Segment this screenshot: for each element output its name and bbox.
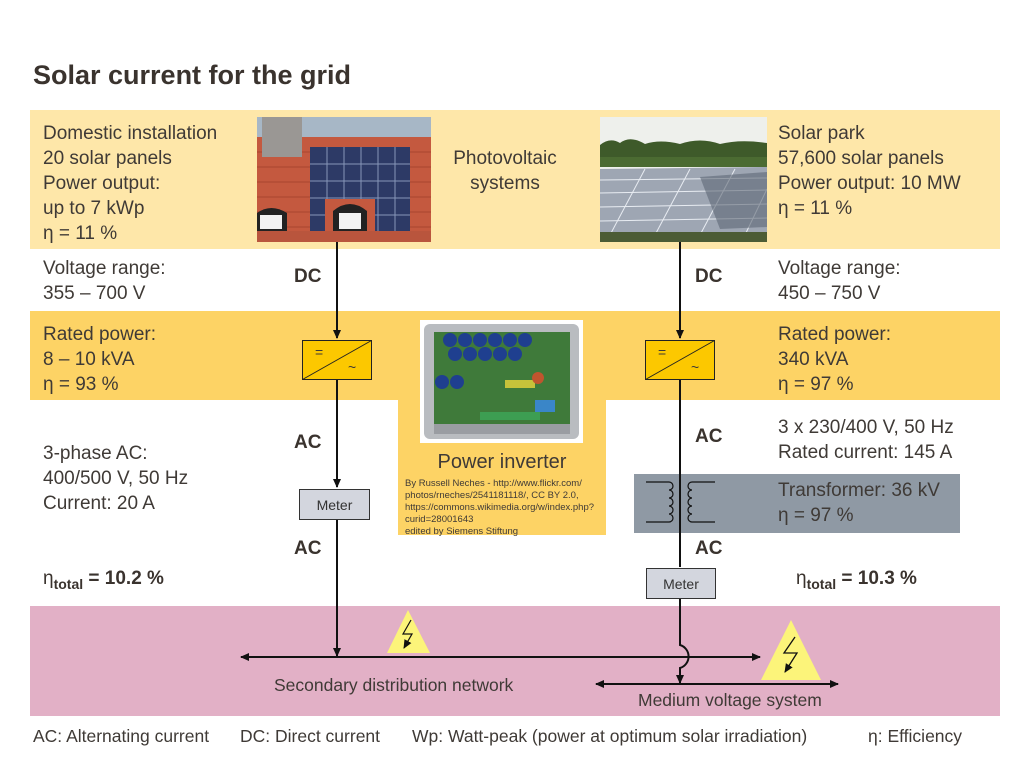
park-ac-output: 3 x 230/400 V, 50 Hz Rated current: 145 …: [778, 417, 954, 463]
domestic-dc-label: DC: [294, 266, 322, 287]
park-transformer-specs: Transformer: 36 kV η = 97 %: [778, 480, 940, 526]
domestic-roof-photo: [257, 117, 431, 242]
park-dc-label: DC: [695, 266, 723, 287]
eta-symbol: η: [43, 568, 54, 589]
park-meter: Meter: [646, 568, 716, 599]
domestic-inverter-specs: Rated power: 8 – 10 kVA η = 93 %: [43, 324, 157, 395]
grid-band: [30, 606, 1000, 716]
eta-value: = 10.2 %: [83, 568, 164, 589]
page-title: Solar current for the grid: [33, 60, 352, 90]
domestic-total-efficiency: ηtotal = 10.2 %: [43, 568, 164, 592]
domestic-ac-output: 3-phase AC: 400/500 V, 50 Hz Current: 20…: [43, 443, 189, 514]
legend-dc: DC: Direct current: [240, 726, 381, 746]
power-inverter-photo: [420, 320, 583, 443]
domestic-ac-label-2: AC: [294, 538, 322, 559]
park-total-efficiency: ηtotal = 10.3 %: [796, 568, 917, 592]
eta-subscript: total: [806, 575, 837, 592]
park-inverter-specs: Rated power: 340 kVA η = 97 %: [778, 324, 892, 395]
domestic-intro: Domestic installation 20 solar panels Po…: [43, 123, 218, 244]
dc-symbol: =: [315, 344, 324, 360]
park-inverter-symbol: = ~: [645, 340, 715, 380]
solar-park-photo: [600, 117, 767, 242]
pv-systems-label: Photovoltaic systems: [453, 148, 557, 194]
domestic-ac-label-1: AC: [294, 432, 322, 453]
pv-systems-band: [30, 110, 1000, 249]
park-ac-label-1: AC: [695, 426, 723, 447]
eta-value: = 10.3 %: [836, 568, 917, 589]
power-inverter-label: Power inverter: [437, 451, 567, 473]
eta-subscript: total: [53, 575, 84, 592]
domestic-inverter-symbol: = ~: [302, 340, 372, 380]
secondary-network-label: Secondary distribution network: [274, 675, 514, 695]
photo-credit: By Russell Neches - http://www.flickr.co…: [405, 478, 595, 537]
park-voltage-range: Voltage range: 450 – 750 V: [778, 258, 901, 304]
legend-ac: AC: Alternating current: [33, 726, 210, 746]
domestic-voltage-range: Voltage range: 355 – 700 V: [43, 258, 166, 304]
medium-voltage-label: Medium voltage system: [638, 690, 822, 710]
park-ac-label-2: AC: [695, 538, 723, 559]
legend-wp: Wp: Watt-peak (power at optimum solar ir…: [412, 726, 808, 746]
ac-symbol: ~: [691, 359, 700, 375]
ac-symbol: ~: [348, 359, 357, 375]
park-intro: Solar park 57,600 solar panels Power out…: [778, 123, 961, 219]
eta-symbol: η: [796, 568, 807, 589]
domestic-meter: Meter: [299, 489, 370, 520]
dc-symbol: =: [658, 344, 667, 360]
legend-eta: η: Efficiency: [868, 726, 963, 746]
